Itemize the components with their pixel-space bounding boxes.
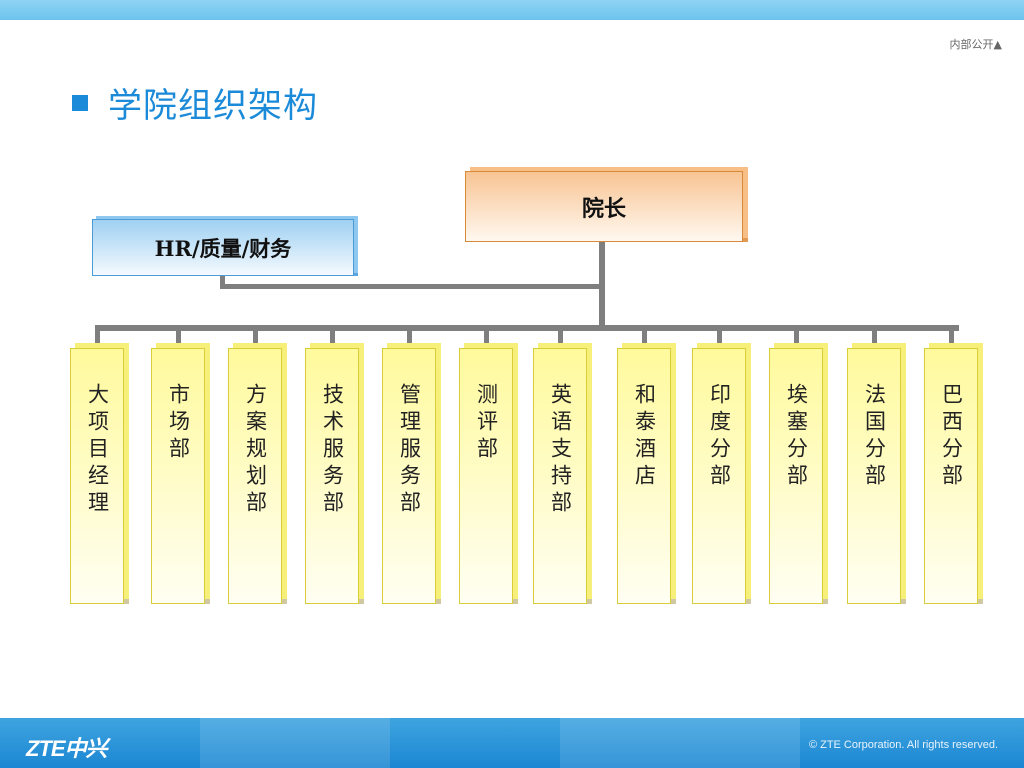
department-connector	[949, 325, 954, 345]
footer-decoration	[560, 718, 800, 768]
department-connector	[872, 325, 877, 345]
department-box: 英语支持部	[533, 348, 587, 604]
department-connector	[642, 325, 647, 345]
department-box: 和泰酒店	[617, 348, 671, 604]
department-bus-connector	[99, 325, 959, 331]
department-label: 大项目经理	[85, 383, 110, 518]
hr-quality-finance-box: HR/质量/财务	[92, 219, 354, 276]
department-label: 管理服务部	[397, 383, 422, 518]
department-label: 英语支持部	[548, 383, 573, 518]
department-connector	[95, 325, 100, 345]
department-label: 法国分部	[862, 383, 887, 491]
department-connector	[253, 325, 258, 345]
department-label: 巴西分部	[939, 383, 964, 491]
classification-label: 内部公开▲	[949, 38, 1002, 51]
copyright-text: © ZTE Corporation. All rights reserved.	[808, 739, 998, 751]
department-label: 测评部	[474, 383, 499, 464]
department-box: 市场部	[151, 348, 205, 604]
department-connector	[558, 325, 563, 345]
department-box: 印度分部	[692, 348, 746, 604]
department-box: 埃塞分部	[769, 348, 823, 604]
department-label: 和泰酒店	[632, 383, 657, 491]
slide-title: 学院组织架构	[72, 78, 318, 127]
department-connector	[176, 325, 181, 345]
department-box: 巴西分部	[924, 348, 978, 604]
department-connector	[717, 325, 722, 345]
staff-vertical-connector	[220, 276, 225, 289]
footer-bar: ZTE中兴 © ZTE Corporation. All rights rese…	[0, 718, 1024, 768]
zte-logo: ZTE中兴	[26, 736, 108, 761]
department-connector	[794, 325, 799, 345]
department-connector	[330, 325, 335, 345]
department-label: 埃塞分部	[784, 383, 809, 491]
department-box: 技术服务部	[305, 348, 359, 604]
department-connector	[407, 325, 412, 345]
page-title: 学院组织架构	[108, 86, 318, 126]
department-box: 测评部	[459, 348, 513, 604]
dean-box: 院长	[465, 171, 743, 242]
department-box: 大项目经理	[70, 348, 124, 604]
footer-decoration	[200, 718, 390, 768]
department-label: 市场部	[166, 383, 191, 464]
staff-horizontal-connector	[220, 284, 605, 289]
department-label: 技术服务部	[320, 383, 345, 518]
department-box: 方案规划部	[228, 348, 282, 604]
department-label: 方案规划部	[243, 383, 268, 518]
top-banner	[0, 0, 1024, 20]
department-box: 管理服务部	[382, 348, 436, 604]
department-connector	[484, 325, 489, 345]
department-box: 法国分部	[847, 348, 901, 604]
department-label: 印度分部	[707, 383, 732, 491]
bullet-square-icon	[72, 94, 88, 111]
